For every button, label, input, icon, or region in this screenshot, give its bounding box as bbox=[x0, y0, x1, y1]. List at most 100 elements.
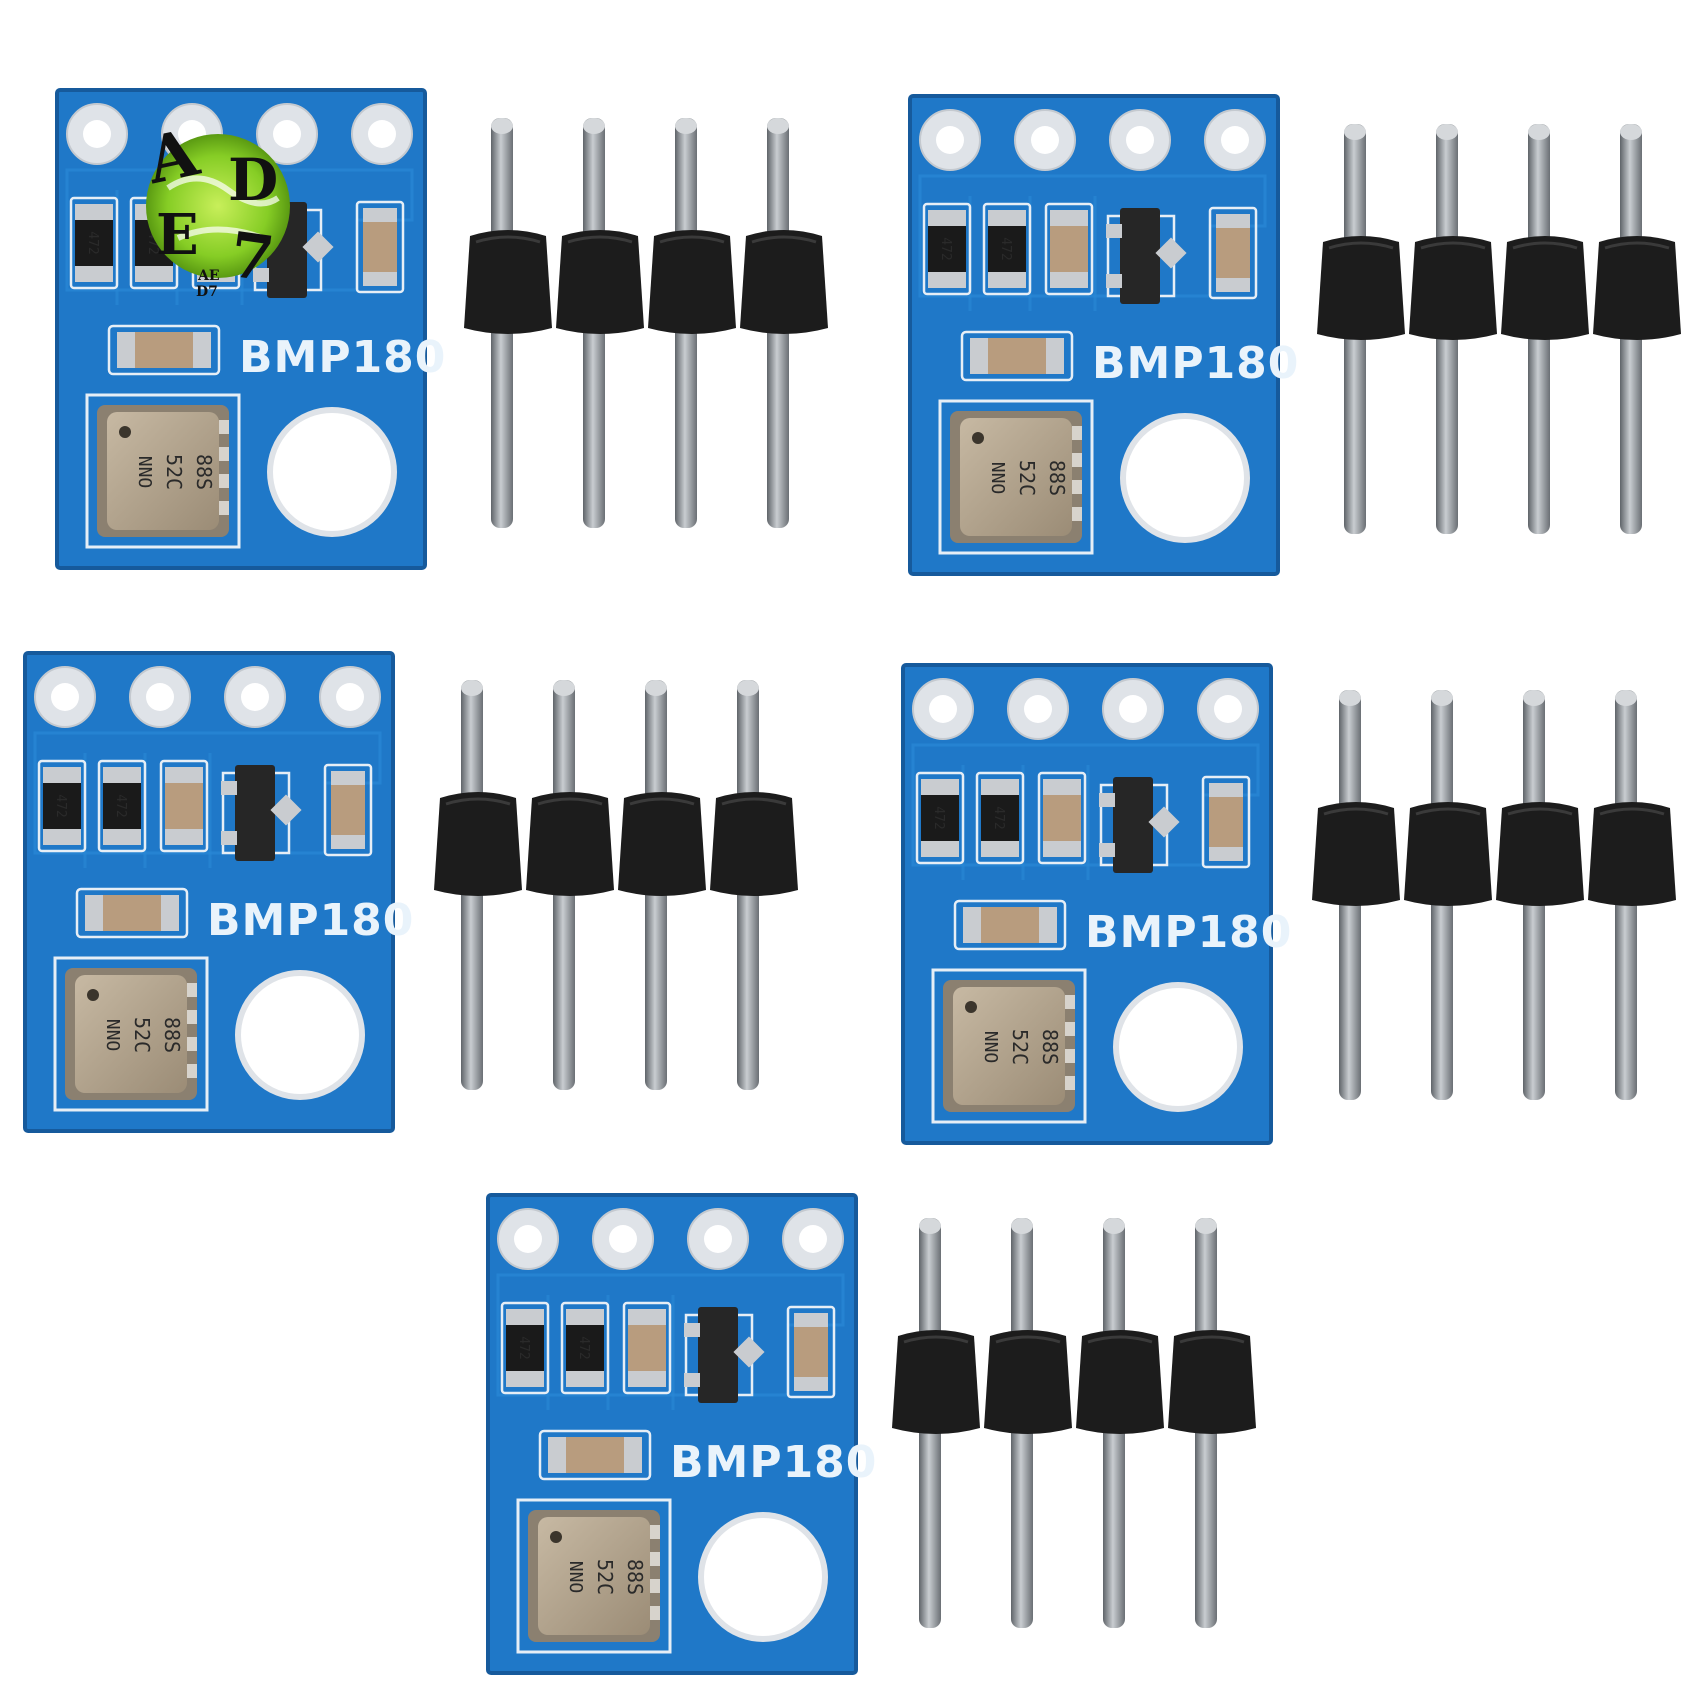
sensor-code: 88S bbox=[192, 454, 216, 490]
header-highlight bbox=[751, 235, 817, 244]
capacitor bbox=[1209, 783, 1243, 861]
header-plastic-segment bbox=[526, 792, 614, 896]
resistor bbox=[506, 1309, 544, 1387]
sensor-lead bbox=[650, 1552, 660, 1566]
sensor-code: 88S bbox=[623, 1559, 647, 1595]
sensor-code: NNO bbox=[102, 1019, 123, 1052]
logo-globe bbox=[146, 134, 290, 278]
pressure-sensor bbox=[953, 987, 1065, 1105]
smd-terminal bbox=[165, 767, 203, 783]
pad-hole-3 bbox=[704, 1225, 732, 1253]
smd-terminal bbox=[981, 841, 1019, 857]
regulator-lead bbox=[1106, 224, 1122, 238]
pcb-edge bbox=[908, 94, 1280, 576]
voltage-regulator bbox=[698, 1307, 738, 1403]
pad-hole-2 bbox=[146, 683, 174, 711]
pin-tip bbox=[1523, 690, 1545, 706]
sensor-code: NNO bbox=[987, 462, 1008, 495]
smd-terminal bbox=[794, 1313, 828, 1327]
sensor-lead bbox=[1065, 1049, 1075, 1063]
resistor bbox=[921, 779, 959, 857]
silkscreen-outline bbox=[538, 1429, 652, 1481]
header-plastic-segment bbox=[556, 230, 644, 334]
smd-terminal bbox=[970, 338, 988, 374]
mounting-hole bbox=[1120, 413, 1250, 543]
header-plastic-segment bbox=[464, 230, 552, 334]
sensor-code: 52C bbox=[1015, 460, 1039, 496]
logo-letter-d: D bbox=[228, 146, 278, 214]
smd-terminal bbox=[928, 272, 966, 288]
capacitor bbox=[1216, 214, 1250, 292]
silkscreen-outline bbox=[938, 399, 1094, 555]
sensor-code: 88S bbox=[1045, 460, 1069, 496]
silkscreen-outline bbox=[560, 1301, 610, 1395]
resistor-code: 472 bbox=[516, 1336, 531, 1359]
capacitor bbox=[331, 771, 365, 849]
smd-terminal bbox=[981, 779, 1019, 795]
smd-terminal bbox=[117, 332, 135, 368]
pin-tip bbox=[767, 118, 789, 134]
pin-tip bbox=[737, 680, 759, 696]
pressure-sensor bbox=[75, 975, 187, 1093]
pin1-dot bbox=[965, 1001, 977, 1013]
header-plastic-segment bbox=[1317, 236, 1405, 340]
smd-terminal bbox=[193, 332, 211, 368]
sensor-code: 52C bbox=[130, 1017, 154, 1053]
sensor-lead bbox=[187, 1010, 197, 1024]
pad-hole-3 bbox=[1126, 126, 1154, 154]
logo-caption-bottom: D7 bbox=[196, 284, 218, 300]
logo-swirl bbox=[166, 175, 280, 243]
pin-header-5 bbox=[892, 1218, 1256, 1628]
smd-terminal bbox=[628, 1309, 666, 1325]
pin-tip bbox=[1620, 124, 1642, 140]
sensor-code: 52C bbox=[162, 454, 186, 490]
regulator-lead bbox=[253, 268, 269, 282]
resistor bbox=[988, 210, 1026, 288]
sensor-code: 88S bbox=[1038, 1029, 1062, 1065]
board-label: BMP180 bbox=[1085, 907, 1292, 958]
pin-tip bbox=[491, 118, 513, 134]
resistor bbox=[103, 767, 141, 845]
silkscreen-outline bbox=[922, 202, 972, 296]
resistor bbox=[75, 204, 113, 282]
resistor-code: 472 bbox=[113, 794, 128, 817]
resistor bbox=[981, 779, 1019, 857]
pcb-edge bbox=[901, 663, 1273, 1145]
header-highlight bbox=[1415, 807, 1481, 816]
pin-header-2 bbox=[1317, 124, 1681, 534]
pin-tip bbox=[1615, 690, 1637, 706]
silkscreen-outline bbox=[1208, 206, 1258, 300]
sensor-code: 52C bbox=[593, 1559, 617, 1595]
header-plastic-segment bbox=[1409, 236, 1497, 340]
sensor-lead bbox=[187, 983, 197, 997]
capacitor bbox=[1043, 779, 1081, 857]
smd-terminal bbox=[75, 266, 113, 282]
smd-terminal bbox=[1050, 210, 1088, 226]
smd-terminal bbox=[103, 829, 141, 845]
smd-terminal bbox=[1046, 338, 1064, 374]
silkscreen-outline bbox=[975, 771, 1025, 865]
pad-hole-2 bbox=[1031, 126, 1059, 154]
smd-terminal bbox=[988, 210, 1026, 226]
pin-tip bbox=[1339, 690, 1361, 706]
smd-terminal bbox=[135, 266, 173, 282]
capacitor bbox=[963, 907, 1057, 943]
smd-terminal bbox=[624, 1437, 642, 1473]
regulator-lead bbox=[1099, 843, 1115, 857]
smd-terminal bbox=[161, 895, 179, 931]
resistor bbox=[43, 767, 81, 845]
header-plastic-segment bbox=[1496, 802, 1584, 906]
silkscreen-outline bbox=[159, 759, 209, 853]
pad-hole-4 bbox=[336, 683, 364, 711]
header-plastic-segment bbox=[1404, 802, 1492, 906]
pin-tip bbox=[645, 680, 667, 696]
pressure-sensor bbox=[538, 1517, 650, 1635]
board-label: BMP180 bbox=[207, 895, 414, 946]
regulator-lead bbox=[221, 781, 237, 795]
silkscreen-outline bbox=[355, 200, 405, 294]
regulator-lead bbox=[1099, 793, 1115, 807]
